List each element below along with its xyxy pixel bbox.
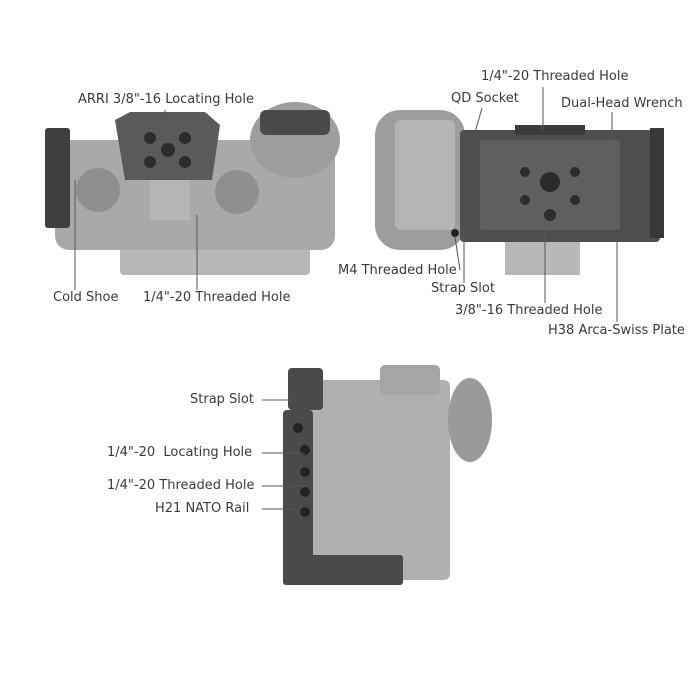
label-strap-slot-side: Strap Slot [190, 392, 254, 407]
label-nato-rail: H21 NATO Rail [155, 501, 250, 516]
label-bottom-threaded-hole: 1/4"-20 Threaded Hole [481, 69, 629, 84]
label-arri-locating-hole: ARRI 3/8"-16 Locating Hole [78, 92, 254, 107]
top-view-camera-cage [45, 102, 340, 275]
label-side-locating-hole: 1/4"-20 Locating Hole [107, 445, 253, 460]
label-cold-shoe: Cold Shoe [53, 290, 119, 305]
bottom-view-camera-cage [375, 110, 664, 275]
label-qd-socket: QD Socket [451, 91, 519, 106]
label-dual-head-wrench: Dual-Head Wrench [561, 96, 683, 111]
label-side-threaded-hole: 1/4"-20 Threaded Hole [107, 478, 255, 493]
label-m4-threaded-hole: M4 Threaded Hole [338, 263, 457, 278]
label-38-threaded-hole: 3/8"-16 Threaded Hole [455, 303, 603, 318]
leader-lines [74, 87, 618, 510]
label-strap-slot-bottom: Strap Slot [431, 281, 495, 296]
label-top-threaded-hole: 1/4"-20 Threaded Hole [143, 290, 291, 305]
label-arca-swiss-plate: H38 Arca-Swiss Plate [548, 323, 685, 338]
side-view-camera-cage [283, 365, 492, 585]
